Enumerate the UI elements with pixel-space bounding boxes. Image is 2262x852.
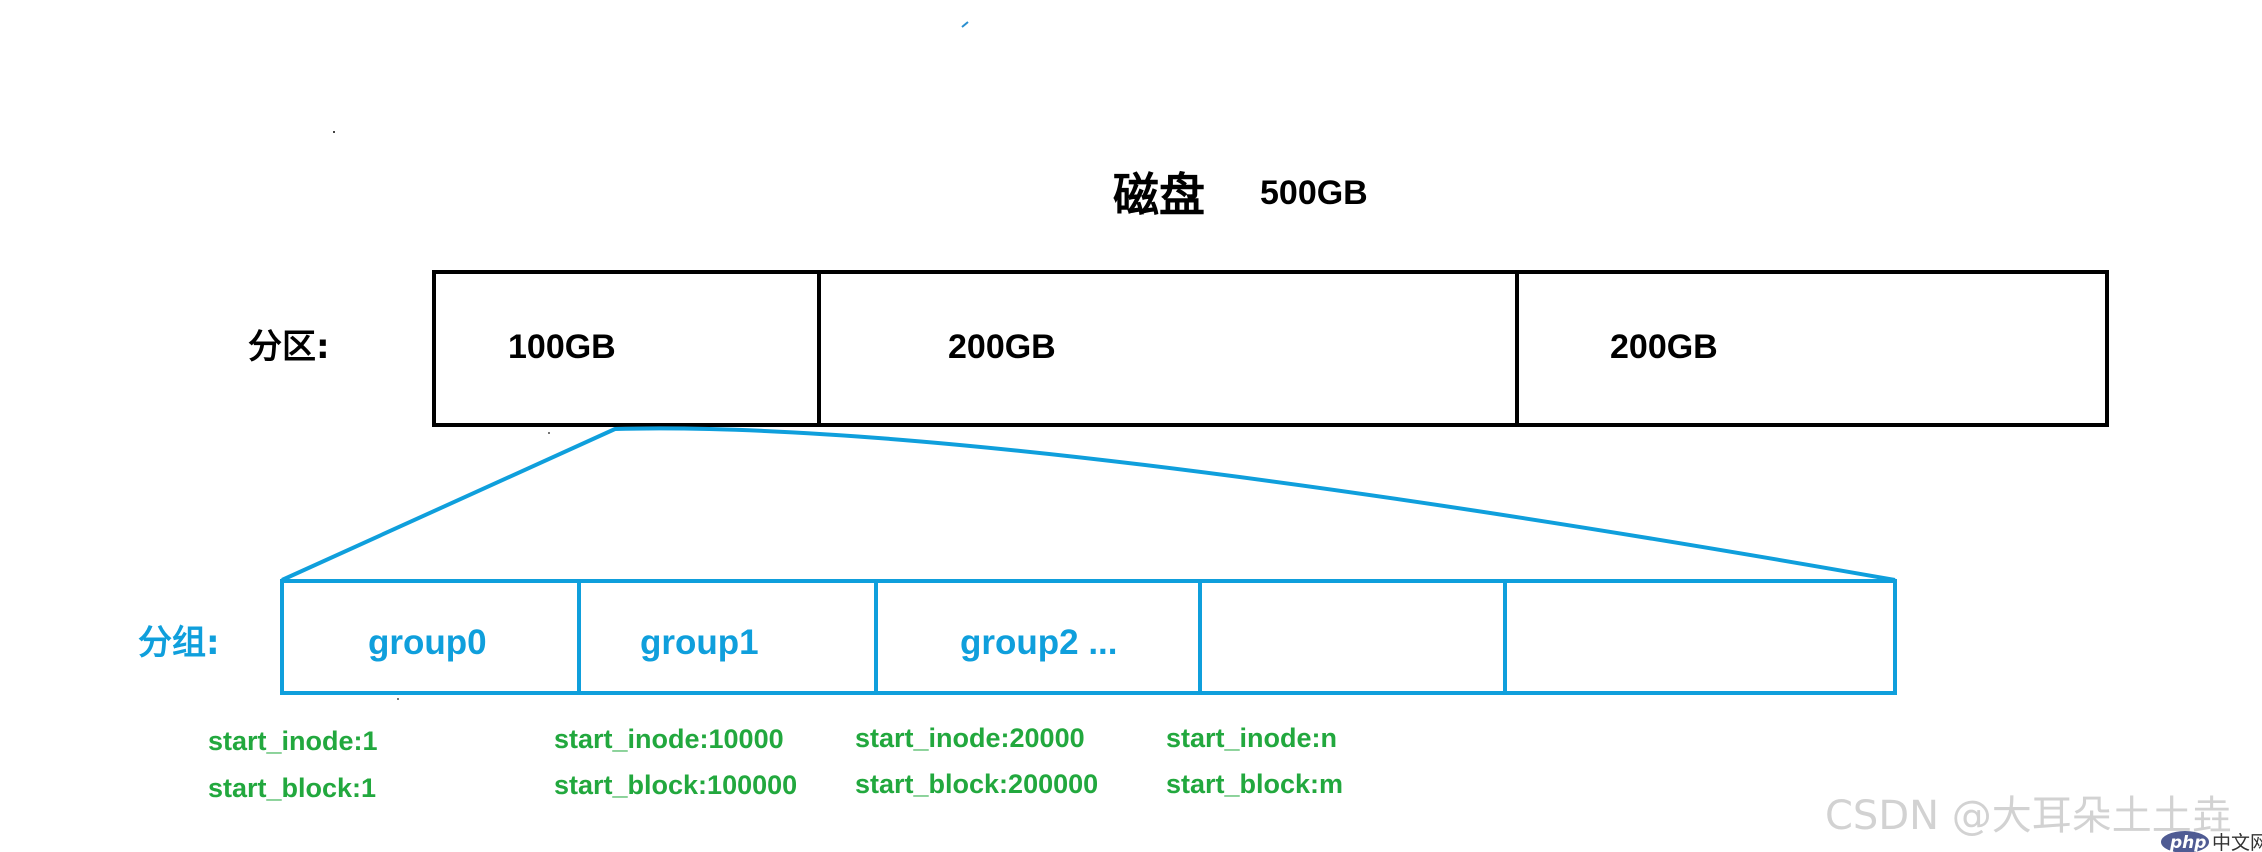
- stray-dot: [333, 131, 335, 133]
- stray-dot: [397, 698, 399, 700]
- group-3-box: [1198, 579, 1507, 695]
- group-label: 分组:: [138, 623, 220, 663]
- php-badge-label: php: [2169, 833, 2206, 852]
- php-badge: php 中文网: [2161, 831, 2262, 852]
- stray-mark: [961, 21, 969, 28]
- group-3-start-block: start_block:m: [1166, 769, 1343, 799]
- group-0-name: group0: [368, 623, 487, 662]
- group-3-start-inode: start_inode:n: [1166, 723, 1337, 753]
- partition-3-box: [1515, 270, 2109, 427]
- php-badge-text: 中文网: [2212, 832, 2262, 852]
- partition-2-size: 200GB: [948, 328, 1056, 366]
- zoom-connector: [281, 426, 1896, 582]
- group-2-name: group2 ...: [960, 623, 1118, 662]
- disk-title: 磁盘: [1113, 168, 1205, 222]
- partition-1-size: 100GB: [508, 328, 616, 366]
- group-2-start-block: start_block:200000: [855, 769, 1098, 799]
- group-bar: [280, 579, 1897, 695]
- disk-size: 500GB: [1260, 174, 1368, 212]
- group-0-start-block: start_block:1: [208, 773, 376, 803]
- group-1-start-inode: start_inode:10000: [554, 724, 784, 754]
- partition-1-box: [432, 270, 821, 427]
- partition-label: 分区:: [248, 327, 330, 367]
- group-1-name: group1: [640, 623, 759, 662]
- php-logo-icon: [2161, 831, 2209, 852]
- group-2-start-inode: start_inode:20000: [855, 723, 1085, 753]
- partition-2-box: [817, 270, 1519, 427]
- group-0-start-inode: start_inode:1: [208, 726, 378, 756]
- partition-3-size: 200GB: [1610, 328, 1718, 366]
- stray-dot: [548, 432, 550, 434]
- group-1-start-block: start_block:100000: [554, 770, 797, 800]
- partition-bar: [432, 270, 2109, 427]
- group-4-box: [1503, 579, 1897, 695]
- csdn-watermark: CSDN @大耳朵土土垚: [1825, 793, 2232, 839]
